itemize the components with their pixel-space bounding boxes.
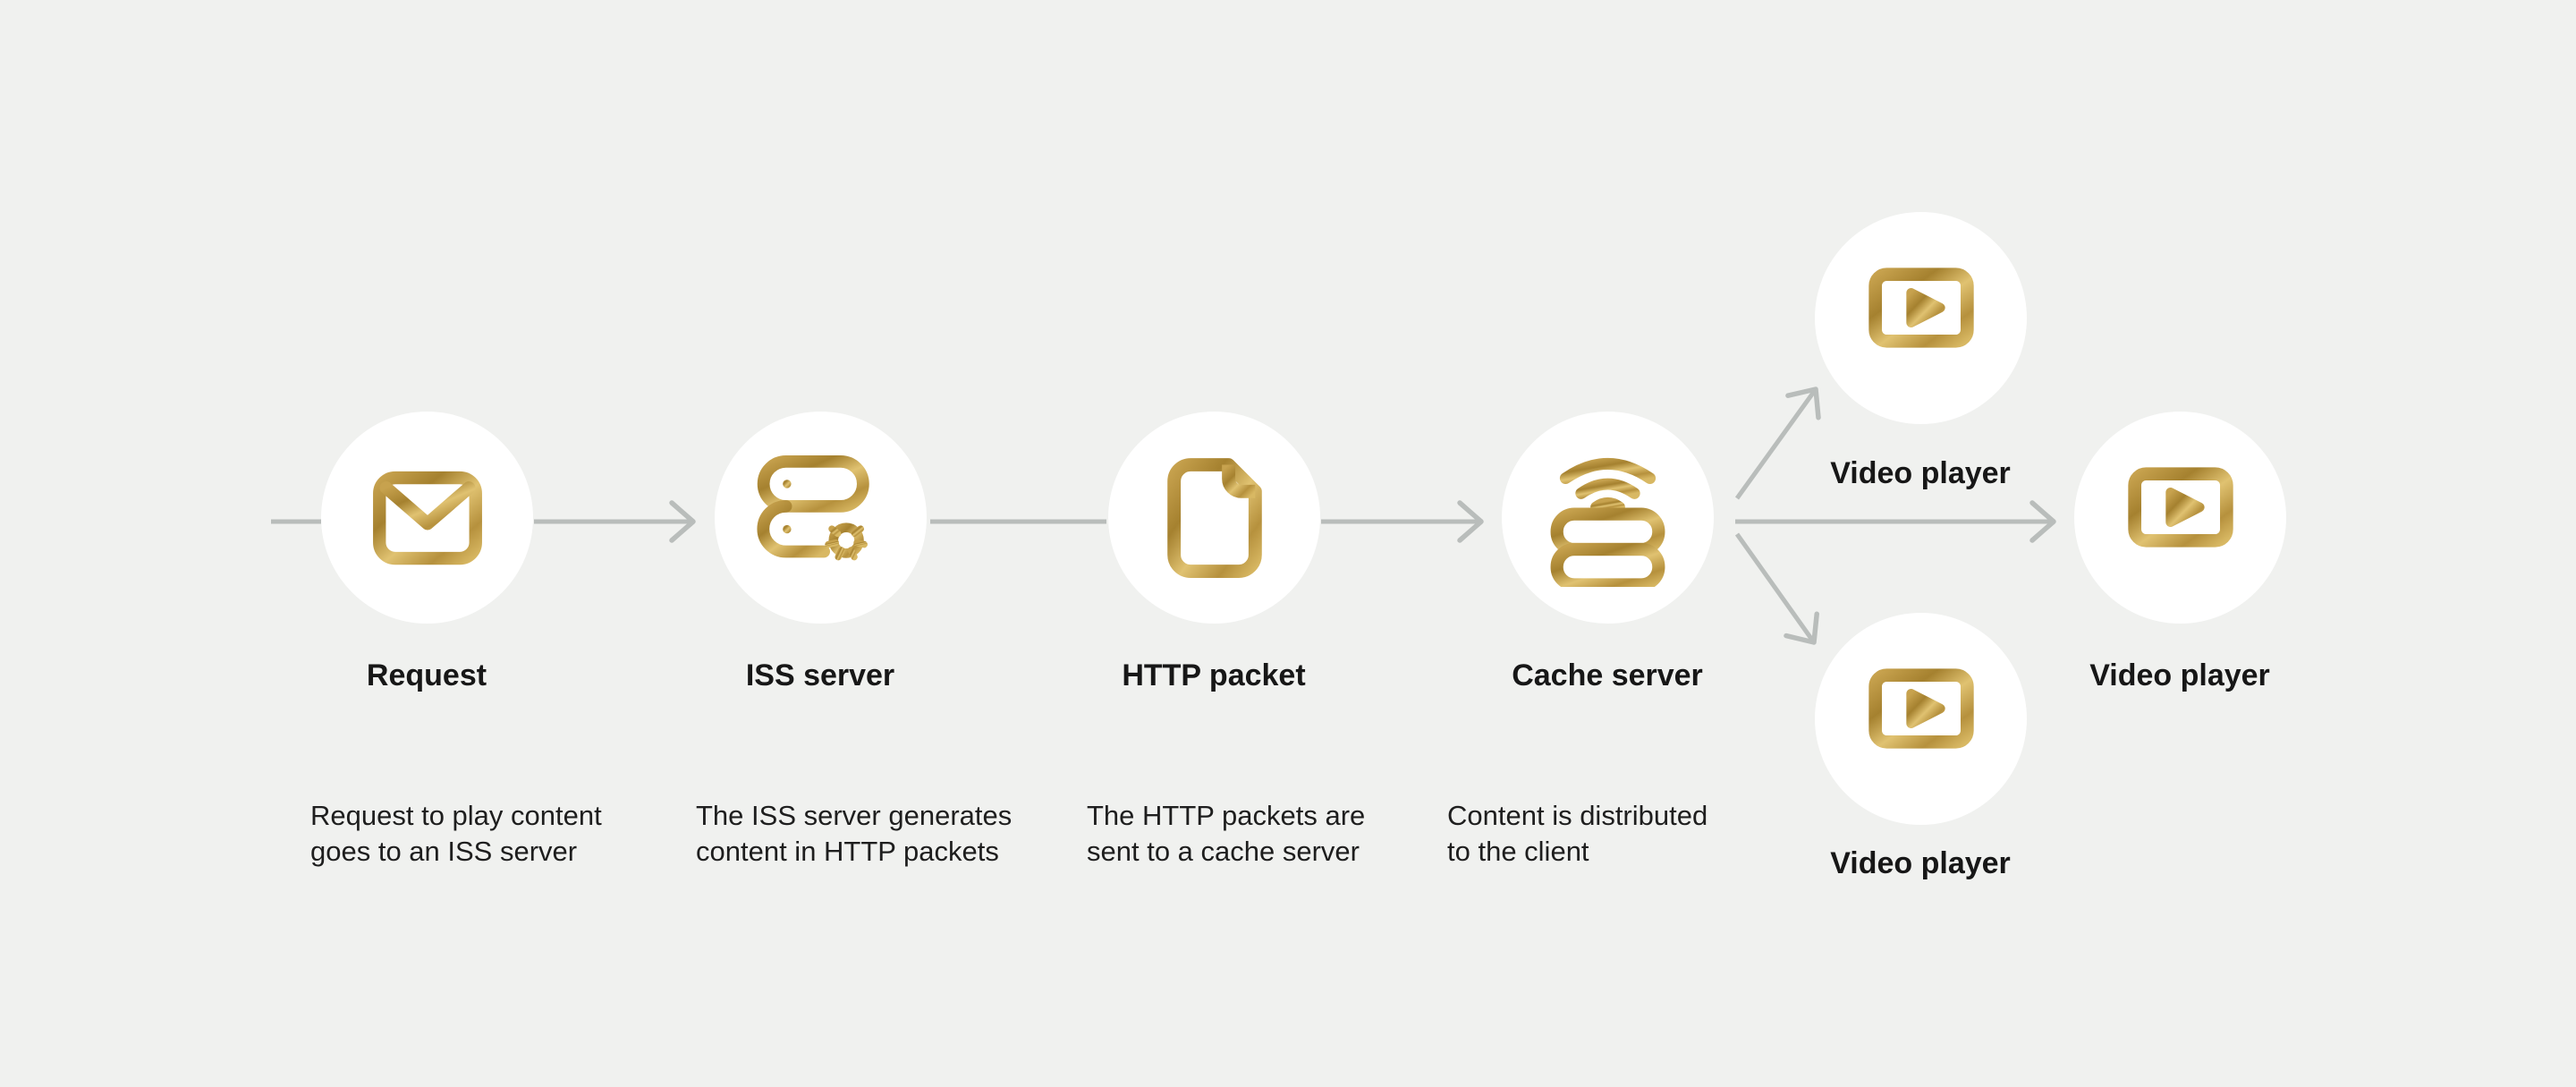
node-label-http-packet: HTTP packet bbox=[1122, 658, 1306, 692]
video-player-top-circle bbox=[1815, 212, 2027, 424]
node-http-packet bbox=[1108, 412, 1320, 624]
video-player-icon bbox=[2124, 466, 2236, 569]
node-label-video-player-top: Video player bbox=[1830, 456, 2011, 490]
server-gear-icon bbox=[757, 454, 869, 560]
request-circle bbox=[321, 412, 533, 624]
node-iss-server bbox=[715, 412, 927, 624]
node-cache-server bbox=[1502, 412, 1714, 624]
node-label-request: Request bbox=[366, 658, 487, 692]
node-description-iss-server: The ISS server generates content in HTTP… bbox=[696, 800, 1013, 867]
video-player-icon bbox=[1865, 267, 1977, 369]
video-player-bottom-circle bbox=[1815, 613, 2027, 825]
document-icon bbox=[1166, 457, 1262, 578]
envelope-icon bbox=[372, 471, 482, 565]
video-player-icon bbox=[1865, 667, 1977, 770]
iss-server-circle bbox=[715, 412, 927, 624]
node-label-video-player-bottom: Video player bbox=[1830, 846, 2011, 880]
arrow-cache-to-video-bottom bbox=[1734, 532, 1819, 645]
node-video-player-right bbox=[2074, 412, 2286, 624]
node-video-player-bottom bbox=[1815, 613, 2027, 825]
node-video-player-top bbox=[1815, 212, 2027, 424]
video-player-right-circle bbox=[2074, 412, 2286, 624]
http-packet-circle bbox=[1108, 412, 1320, 624]
gear-glyph bbox=[824, 518, 868, 560]
node-label-video-player-right: Video player bbox=[2089, 658, 2270, 692]
node-request bbox=[321, 412, 533, 624]
arrow-cache-to-video-top bbox=[1734, 386, 1821, 500]
server-wireless-icon bbox=[1550, 458, 1665, 587]
node-description-cache-server: Content is distributed to the client bbox=[1447, 800, 1708, 867]
node-label-iss-server: ISS server bbox=[745, 658, 895, 692]
node-description-http-packet: The HTTP packets are sent to a cache ser… bbox=[1087, 800, 1366, 867]
node-description-request: Request to play content goes to an ISS s… bbox=[310, 800, 602, 867]
node-label-cache-server: Cache server bbox=[1512, 658, 1703, 692]
cache-server-circle bbox=[1502, 412, 1714, 624]
